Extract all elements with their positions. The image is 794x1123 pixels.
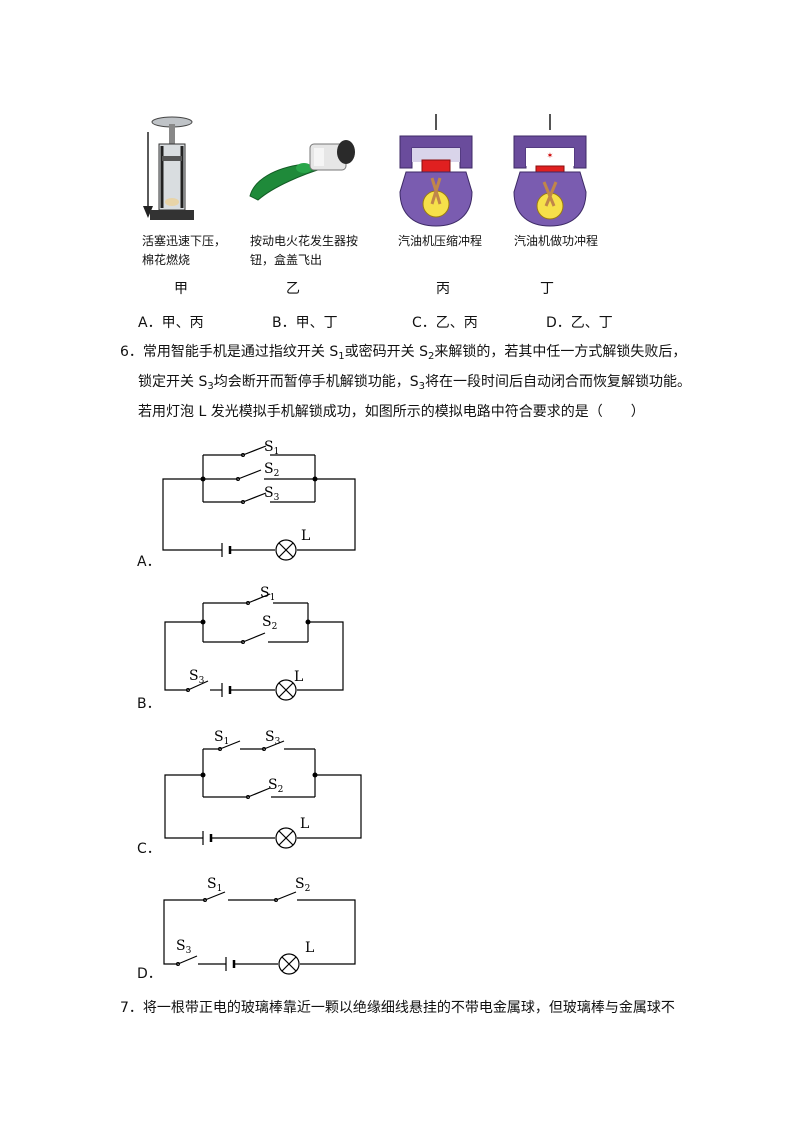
- q7-number: 7．: [120, 1000, 143, 1016]
- svg-text:S3: S3: [264, 485, 280, 503]
- caption-yi: 按动电火花发生器按 钮，盒盖飞出: [250, 232, 358, 270]
- q5-option-b: B．甲、丁: [272, 315, 338, 331]
- circuit-c: S1 S3 S2 L: [164, 729, 362, 849]
- caption-jia-line1: 活塞迅速下压，: [142, 234, 227, 248]
- svg-text:L: L: [300, 816, 309, 832]
- circuit-a: S1 S2 S3 L: [162, 439, 356, 561]
- q6-line1: 6．常用智能手机是通过指纹开关 S1或密码开关 S2来解锁的，若其中任一方式解锁…: [120, 344, 687, 362]
- svg-text:S1: S1: [260, 585, 275, 603]
- figure-ding-power-stroke: ✶: [513, 114, 587, 227]
- svg-text:S3: S3: [189, 668, 205, 686]
- circuit-b: S1 S2 S3 L: [164, 585, 344, 701]
- q5-option-d: D．乙、丁: [546, 315, 613, 331]
- figure-jia-piston: [143, 116, 194, 220]
- q6-line3: 若用灯泡 L 发光模拟手机解锁成功，如图所示的模拟电路中符合要求的是（ ）: [138, 404, 645, 420]
- q7-line1: 7．将一根带正电的玻璃棒靠近一颗以绝缘细线悬挂的不带电金属球，但玻璃棒与金属球不: [120, 1000, 675, 1016]
- q6-option-c-label: C．: [137, 841, 161, 857]
- q6-option-d-label: D．: [137, 966, 162, 982]
- caption-ding: 汽油机做功冲程: [514, 234, 599, 248]
- svg-text:S2: S2: [262, 614, 277, 632]
- q6-line2: 锁定开关 S3均会断开而暂停手机解锁功能，S3将在一段时间后自动闭合而恢复解锁功…: [138, 374, 691, 392]
- q5-option-c: C．乙、丙: [412, 315, 478, 331]
- q6-number: 6．: [120, 344, 143, 360]
- figure-yi-spark-generator: [249, 140, 355, 201]
- caption-yi-line1: 按动电火花发生器按: [250, 234, 359, 248]
- caption-jia-line2: 棉花燃烧: [142, 253, 191, 267]
- q6-option-b-label: B．: [137, 696, 161, 712]
- circuit-d: S1 S2 S3 L: [163, 876, 356, 975]
- svg-text:S1: S1: [207, 876, 222, 894]
- label-bing: 丙: [436, 281, 450, 297]
- svg-text:S2: S2: [268, 777, 283, 795]
- label-jia: 甲: [174, 281, 188, 297]
- svg-text:✶: ✶: [547, 151, 554, 160]
- svg-text:S3: S3: [176, 938, 192, 956]
- figure-bing-compression-stroke: [399, 114, 473, 227]
- svg-text:L: L: [294, 669, 303, 685]
- svg-text:L: L: [301, 528, 310, 544]
- q5-option-a: A．甲、丙: [138, 315, 204, 331]
- svg-text:S1: S1: [264, 439, 279, 457]
- caption-jia: 活塞迅速下压， 棉花燃烧: [142, 232, 226, 270]
- label-ding: 丁: [540, 281, 554, 297]
- svg-text:S3: S3: [265, 729, 281, 747]
- svg-text:S2: S2: [295, 876, 310, 894]
- label-yi: 乙: [286, 281, 300, 297]
- q6-option-a-label: A．: [137, 554, 161, 570]
- svg-text:S1: S1: [214, 729, 229, 747]
- caption-bing: 汽油机压缩冲程: [398, 234, 483, 248]
- svg-text:S2: S2: [264, 461, 279, 479]
- caption-yi-line2: 钮，盒盖飞出: [250, 253, 323, 267]
- svg-text:L: L: [305, 940, 314, 956]
